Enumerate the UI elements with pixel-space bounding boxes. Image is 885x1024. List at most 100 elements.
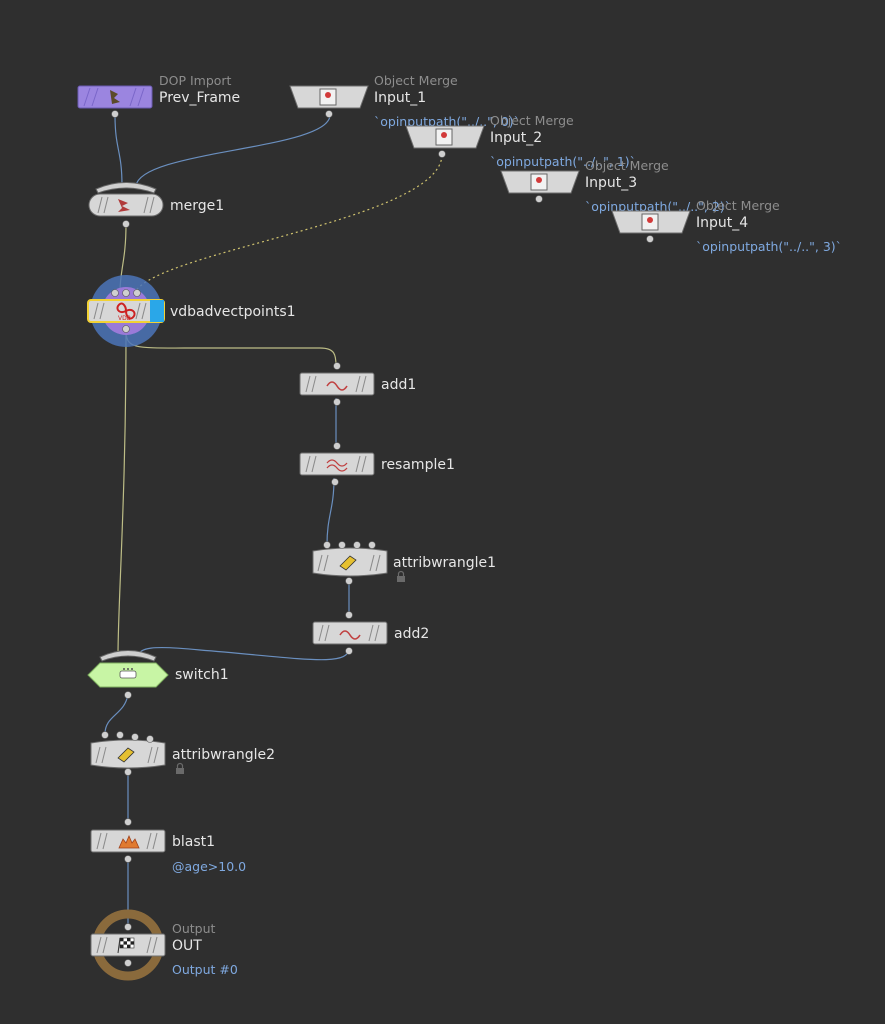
node-name-label: Input_2 xyxy=(490,130,542,146)
input-port[interactable] xyxy=(333,362,341,370)
output-port[interactable] xyxy=(331,478,339,486)
lock-icon xyxy=(176,762,184,774)
wire-vdbadvect-add1 xyxy=(125,329,337,367)
display-flag[interactable] xyxy=(150,300,164,322)
node-switch1[interactable]: switch1 xyxy=(87,650,229,699)
output-port[interactable] xyxy=(122,220,130,228)
merge-dot-icon xyxy=(441,132,447,138)
node-expression: `opinputpath("../..", 3)` xyxy=(696,239,842,254)
input-port-3[interactable] xyxy=(133,289,141,297)
node-type-label: Object Merge xyxy=(374,73,458,88)
input-port[interactable] xyxy=(345,611,353,619)
output-port[interactable] xyxy=(535,195,543,203)
node-name-label: Input_3 xyxy=(585,175,637,191)
vdb-advect-icon xyxy=(116,302,136,320)
node-stripes xyxy=(305,455,367,473)
output-port[interactable] xyxy=(124,691,132,699)
node-name-label: switch1 xyxy=(175,667,229,683)
lock-icon xyxy=(397,570,405,582)
node-stripes xyxy=(97,196,155,214)
node-body[interactable] xyxy=(312,621,388,645)
output-port[interactable] xyxy=(646,235,654,243)
input-port-4[interactable] xyxy=(368,541,376,549)
output-port[interactable] xyxy=(325,110,333,118)
node-input-3[interactable]: Object Merge Input_3 `opinputpath("../..… xyxy=(500,158,731,214)
input-port-3[interactable] xyxy=(353,541,361,549)
input-port-4[interactable] xyxy=(146,735,154,743)
input-port-2[interactable] xyxy=(116,731,124,739)
input-port-1[interactable] xyxy=(101,731,109,739)
node-attribwrangle2[interactable]: attribwrangle2 xyxy=(90,731,275,776)
node-stripes xyxy=(317,554,381,572)
node-name-label: merge1 xyxy=(170,198,224,214)
add-icon xyxy=(339,630,361,640)
node-blast1[interactable]: blast1 @age>10.0 xyxy=(90,818,246,875)
checkered-flag-icon xyxy=(117,937,135,954)
output-port[interactable] xyxy=(345,647,353,655)
node-type-label: Object Merge xyxy=(585,158,669,173)
node-name-label: vdbadvectpoints1 xyxy=(170,304,296,320)
input-port[interactable] xyxy=(124,923,132,931)
switch-input-bar[interactable] xyxy=(99,650,157,662)
node-expression: `opinputpath("../..", 2)` xyxy=(585,199,731,214)
wire-add2-switch1 xyxy=(137,646,350,661)
node-input-1[interactable]: Object Merge Input_1 `opinputpath("../..… xyxy=(289,73,520,129)
output-port[interactable] xyxy=(438,150,446,158)
node-expression: @age>10.0 xyxy=(172,859,246,874)
merge-dot-icon xyxy=(325,92,331,98)
wrangle-icon xyxy=(117,747,135,763)
node-merge1[interactable]: merge1 xyxy=(88,182,224,228)
node-type-label: DOP Import xyxy=(159,73,232,88)
node-body[interactable] xyxy=(299,452,375,476)
merge-input-bar[interactable] xyxy=(95,182,157,194)
wire-input2-vdbadvect xyxy=(134,154,443,293)
node-name-label: resample1 xyxy=(381,457,455,473)
node-stripes xyxy=(305,375,367,393)
node-name-label: blast1 xyxy=(172,834,215,850)
node-expression: Output #0 xyxy=(172,962,238,977)
node-name-label: attribwrangle1 xyxy=(393,555,496,571)
input-port-2[interactable] xyxy=(122,289,130,297)
dop-import-icon xyxy=(110,90,120,104)
input-port[interactable] xyxy=(124,818,132,826)
node-stripes xyxy=(93,302,147,320)
node-out[interactable]: Output OUT Output #0 xyxy=(90,909,238,981)
wire-switch1-attribwrangle2 xyxy=(104,693,129,735)
node-type-label: Output xyxy=(172,921,216,936)
output-port[interactable] xyxy=(124,959,132,967)
node-add2[interactable]: add2 xyxy=(312,611,429,655)
add-icon xyxy=(326,381,348,391)
output-port[interactable] xyxy=(124,768,132,776)
wire-resample1-attribwrangle1 xyxy=(326,477,335,546)
node-type-label: Object Merge xyxy=(696,198,780,213)
output-port[interactable] xyxy=(345,577,353,585)
node-vdbadvectpoints1[interactable]: VDB vdbadvectpoints1 xyxy=(87,275,296,347)
node-input-4[interactable]: Object Merge Input_4 `opinputpath("../..… xyxy=(611,198,842,254)
input-port-2[interactable] xyxy=(338,541,346,549)
node-attribwrangle1[interactable]: attribwrangle1 xyxy=(312,541,496,585)
output-port[interactable] xyxy=(124,855,132,863)
input-port-3[interactable] xyxy=(131,733,139,741)
vdb-icon-text: VDB xyxy=(118,315,131,322)
merge-dot-icon xyxy=(536,177,542,183)
node-name-label: attribwrangle2 xyxy=(172,747,275,763)
wire-vdbadvect-switch1 xyxy=(117,329,127,657)
node-stripes xyxy=(318,624,380,642)
node-body[interactable] xyxy=(299,372,375,396)
input-port-1[interactable] xyxy=(323,541,331,549)
output-port[interactable] xyxy=(333,398,341,406)
input-port[interactable] xyxy=(333,442,341,450)
node-prev-frame[interactable]: DOP Import Prev_Frame xyxy=(77,73,240,118)
output-port[interactable] xyxy=(111,110,119,118)
input-port-1[interactable] xyxy=(111,289,119,297)
node-resample1[interactable]: resample1 xyxy=(299,442,455,486)
node-add1[interactable]: add1 xyxy=(299,362,416,406)
switch-icon xyxy=(119,670,137,679)
node-name-label: add2 xyxy=(394,626,429,642)
output-port[interactable] xyxy=(122,325,130,333)
merge-dot-icon xyxy=(647,217,653,223)
node-input-2[interactable]: Object Merge Input_2 `opinputpath("../..… xyxy=(405,113,636,169)
node-type-label: Object Merge xyxy=(490,113,574,128)
node-stripes xyxy=(95,746,159,764)
